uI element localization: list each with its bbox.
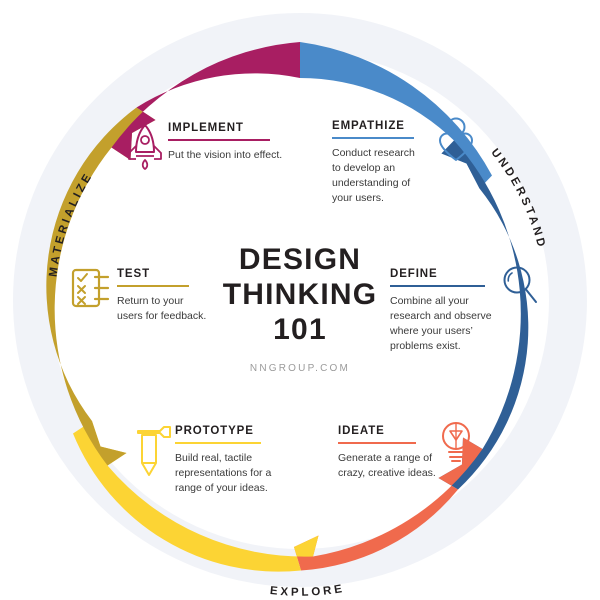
segment-ideate	[294, 437, 483, 571]
step-title-implement: IMPLEMENT	[168, 122, 244, 134]
rocket-icon	[125, 122, 165, 177]
title-line-2: THINKING	[222, 277, 378, 311]
step-empathize: EMPATHIZE Conduct research to develop an…	[332, 117, 492, 206]
step-description-ideate: Generate a range of crazy, creative idea…	[338, 452, 436, 479]
center-title-block: DESIGN THINKING 101 NNGROUP.COM	[190, 243, 410, 374]
step-description-prototype: Build real, tactile representations for …	[175, 452, 272, 494]
lightbulb-icon	[436, 419, 476, 472]
checklist-icon	[65, 264, 113, 317]
step-description-empathize: Conduct research to develop an understan…	[332, 147, 415, 204]
segment-implement	[111, 42, 300, 160]
title-line-1: DESIGN	[238, 243, 362, 276]
segment-prototype	[73, 421, 319, 572]
step-test: TEST Return to your users for feedback.	[71, 268, 267, 324]
step-rule-empathize	[332, 137, 414, 139]
title-line-3: 101	[273, 312, 327, 346]
segment-define	[438, 140, 529, 490]
segment-test	[46, 107, 156, 466]
step-title-empathize: EMPATHIZE	[332, 120, 405, 132]
step-rule-ideate	[338, 442, 416, 444]
step-prototype: PROTOTYPE Build real, tactile representa…	[137, 425, 335, 496]
step-rule-prototype	[175, 442, 261, 444]
step-title-ideate: IDEATE	[338, 425, 385, 437]
page-title: DESIGN THINKING 101	[190, 243, 410, 347]
person-heart-icon	[436, 116, 476, 169]
step-title-define: DEFINE	[390, 268, 438, 280]
step-description-test: Return to your users for feedback.	[117, 295, 207, 322]
step-description-define: Combine all your research and observe wh…	[390, 295, 492, 352]
step-implement: IMPLEMENT Put the vision into effect.	[128, 122, 348, 170]
step-rule-define	[390, 285, 485, 287]
step-rule-implement	[168, 139, 270, 141]
hammer-pencil-icon	[130, 423, 176, 484]
step-title-test: TEST	[117, 268, 150, 280]
step-rule-test	[117, 285, 189, 287]
magnifier-icon	[500, 264, 540, 313]
phase-label-explore: EXPLORE	[269, 583, 345, 599]
step-title-prototype: PROTOTYPE	[175, 425, 254, 437]
source-label: NNGROUP.COM	[249, 363, 351, 375]
step-description-implement: Put the vision into effect.	[168, 149, 283, 161]
step-define: DEFINE Combine all your research and obs…	[390, 266, 565, 354]
step-ideate: IDEATE Generate a range of crazy, creati…	[338, 422, 503, 481]
